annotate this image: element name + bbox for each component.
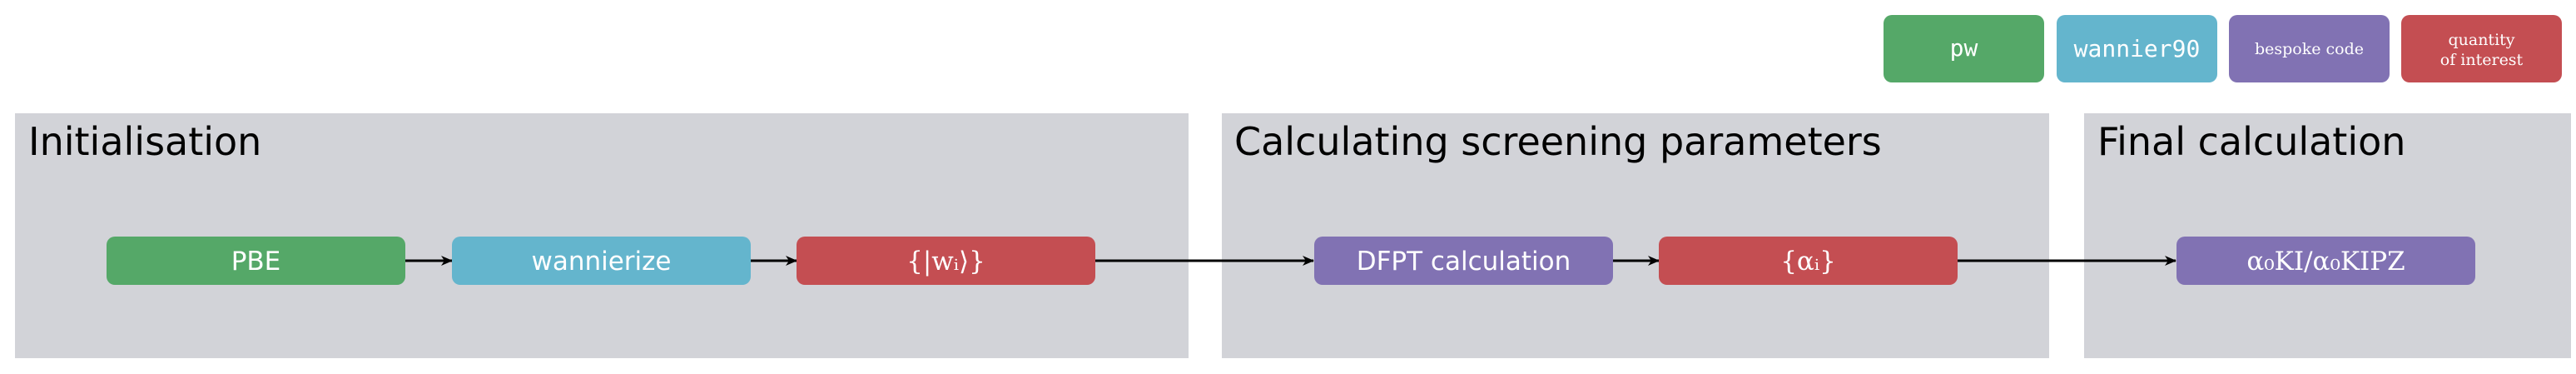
panel-screening-title: Calculating screening parameters <box>1234 119 1882 164</box>
node-pbe: PBE <box>107 237 405 285</box>
node-wannierize-label: wannierize <box>531 247 671 277</box>
panel-screening: Calculating screening parameters <box>1222 113 2049 358</box>
panel-final-title: Final calculation <box>2097 119 2405 164</box>
node-ki-kipz: α₀KI/α₀KIPZ <box>2176 237 2475 285</box>
legend-item-pw: pw <box>1884 15 2044 82</box>
legend: pw wannier90 bespoke code quantity of in… <box>1884 15 2562 82</box>
node-alphas: {αᵢ} <box>1659 237 1958 285</box>
node-wannier-functions-box <box>797 237 1095 285</box>
node-pbe-label: PBE <box>231 247 281 277</box>
panel-final: Final calculation <box>2084 113 2571 358</box>
node-ki-kipz-label: α₀KI/α₀KIPZ <box>2246 247 2405 277</box>
node-wannier-functions-label: {|wᵢ⟩} <box>906 247 985 277</box>
panel-screening-bg <box>1222 113 2049 358</box>
legend-quantity-label-line1: quantity <box>2448 31 2514 49</box>
node-dfpt-label: DFPT calculation <box>1357 247 1571 277</box>
panel-initialisation-title: Initialisation <box>28 119 261 164</box>
legend-wannier90-swatch <box>2057 15 2217 82</box>
legend-item-quantity-of-interest: quantity of interest <box>2401 15 2562 82</box>
node-alphas-label: {αᵢ} <box>1780 247 1836 277</box>
panel-initialisation: Initialisation <box>15 113 1189 358</box>
node-wannier-functions: {|wᵢ⟩} <box>797 237 1095 285</box>
legend-item-bespoke-code: bespoke code <box>2229 15 2390 82</box>
legend-quantity-swatch <box>2401 15 2562 82</box>
legend-item-wannier90: wannier90 <box>2057 15 2217 82</box>
legend-pw-swatch <box>1884 15 2044 82</box>
node-dfpt: DFPT calculation <box>1314 237 1613 285</box>
node-wannierize-box <box>452 237 751 285</box>
panel-final-bg <box>2084 113 2571 358</box>
node-dfpt-box <box>1314 237 1613 285</box>
node-pbe-box <box>107 237 405 285</box>
legend-pw-label: pw <box>1950 34 1978 62</box>
legend-bespoke-swatch <box>2229 15 2390 82</box>
legend-wannier90-label: wannier90 <box>2074 35 2201 62</box>
node-alphas-box <box>1659 237 1958 285</box>
legend-bespoke-label: bespoke code <box>2255 40 2364 58</box>
panel-initialisation-bg <box>15 113 1189 358</box>
legend-quantity-label-line2: of interest <box>2440 51 2524 69</box>
node-ki-kipz-box <box>2176 237 2475 285</box>
node-wannierize: wannierize <box>452 237 751 285</box>
